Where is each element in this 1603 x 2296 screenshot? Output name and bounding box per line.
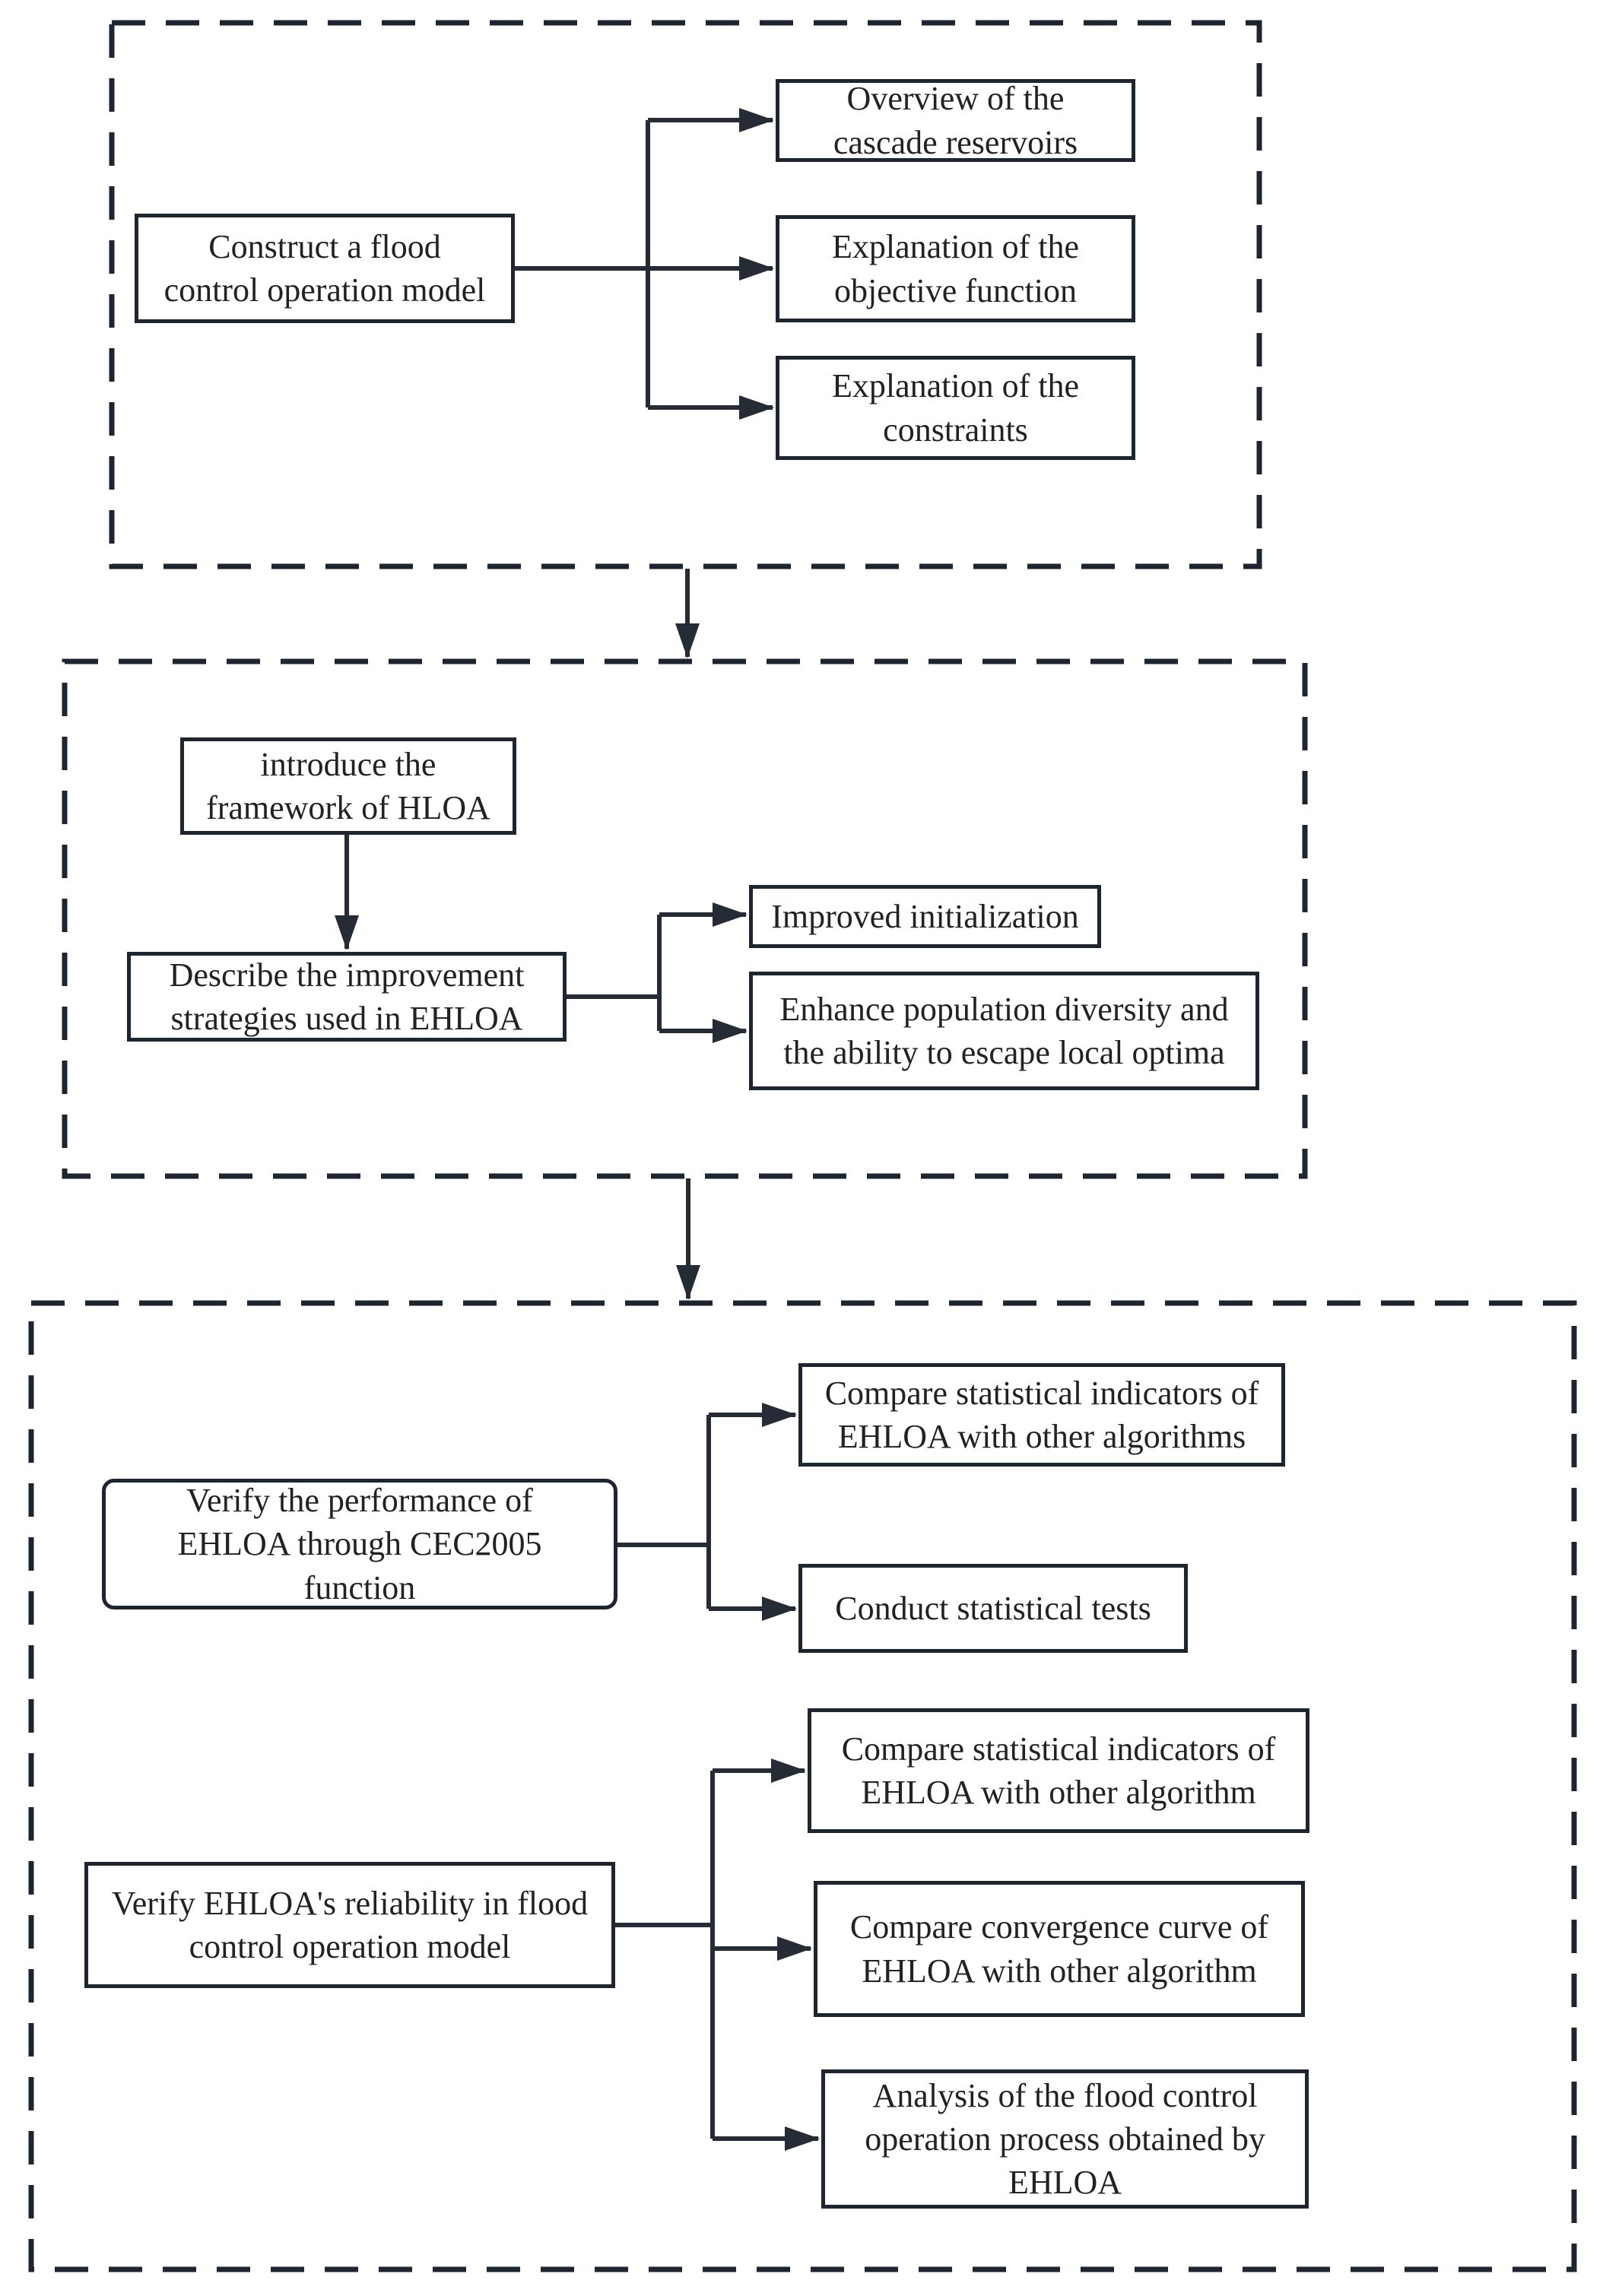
box-text-line: Enhance population diversity and bbox=[779, 990, 1229, 1028]
box-text-line: control operation model bbox=[189, 1928, 511, 1965]
box-text-line: Construct a flood bbox=[208, 227, 441, 265]
box-describe-improvement-strategies: Describe the improvement strategies used… bbox=[127, 952, 567, 1042]
box-text-line: Analysis of the flood control bbox=[872, 2076, 1258, 2114]
box-text-line: Overview of the bbox=[846, 80, 1065, 118]
box-text-line: operation process obtained by bbox=[865, 2120, 1265, 2158]
box-text-line: EHLOA with other algorithm bbox=[862, 1952, 1257, 1990]
box-text-line: Compare statistical indicators of bbox=[824, 1374, 1259, 1412]
box-text-line: Compare statistical indicators of bbox=[841, 1730, 1276, 1768]
box-verify-reliability-flood-model: Verify EHLOA's reliability in flood cont… bbox=[84, 1862, 615, 1988]
box-text-line: Verify EHLOA's reliability in flood bbox=[111, 1884, 589, 1922]
box-text-line: function bbox=[303, 1568, 416, 1606]
box-text-line: EHLOA with other algorithm bbox=[861, 1774, 1256, 1811]
box-text-line: the ability to escape local optima bbox=[783, 1034, 1225, 1071]
box-text-line: Verify the performance of bbox=[186, 1482, 533, 1520]
box-text-line: Explanation of the bbox=[831, 228, 1079, 266]
box-text-line: EHLOA through CEC2005 bbox=[177, 1525, 542, 1563]
box-enhance-population-diversity: Enhance population diversity and the abi… bbox=[749, 972, 1259, 1090]
box-constraints: Explanation of the constraints bbox=[776, 356, 1135, 460]
describe-branch-connector bbox=[567, 902, 748, 1043]
box-overview-cascade-reservoirs: Overview of the cascade reservoirs bbox=[776, 79, 1135, 162]
box-text-line: objective function bbox=[834, 271, 1077, 309]
box-text-line: Describe the improvement bbox=[169, 956, 525, 994]
box-text-line: framework of HLOA bbox=[206, 789, 490, 826]
box-construct-flood-model: Construct a flood control operation mode… bbox=[135, 214, 515, 323]
box-analysis-operation-process: Analysis of the flood control operation … bbox=[821, 2069, 1309, 2209]
box-text-line: control operation model bbox=[163, 271, 486, 309]
box-text-line: EHLOA bbox=[1008, 2164, 1122, 2202]
section-ehloa-container bbox=[62, 658, 1308, 1179]
box-text-line: strategies used in EHLOA bbox=[170, 1000, 523, 1037]
box-text-line: Improved initialization bbox=[771, 897, 1079, 935]
box-objective-function: Explanation of the objective function bbox=[776, 215, 1135, 322]
section-model-container bbox=[109, 20, 1262, 569]
box-conduct-statistical-tests: Conduct statistical tests bbox=[798, 1564, 1188, 1653]
box-compare-indicators-algorithms: Compare statistical indicators of EHLOA … bbox=[798, 1363, 1285, 1467]
box-improved-initialization: Improved initialization bbox=[749, 885, 1101, 948]
box-compare-indicators-flood: Compare statistical indicators of EHLOA … bbox=[808, 1708, 1309, 1833]
box-text-line: cascade reservoirs bbox=[833, 123, 1078, 161]
box-text-line: Explanation of the bbox=[831, 367, 1079, 405]
verify-reliability-branch-connector bbox=[615, 1758, 820, 2151]
box-text-line: Compare convergence curve of bbox=[849, 1908, 1269, 1946]
construct-branch-connector bbox=[515, 108, 774, 420]
box-text-line: constraints bbox=[883, 411, 1028, 449]
verify-cec-branch-connector bbox=[617, 1403, 797, 1621]
section-verification-container bbox=[28, 1300, 1577, 2272]
box-compare-convergence-curve: Compare convergence curve of EHLOA with … bbox=[814, 1881, 1305, 2017]
box-text-line: Conduct statistical tests bbox=[835, 1589, 1151, 1627]
box-text-line: EHLOA with other algorithms bbox=[837, 1418, 1246, 1455]
box-text-line: introduce the bbox=[260, 745, 436, 783]
box-verify-performance-cec2005: Verify the performance of EHLOA through … bbox=[102, 1479, 617, 1609]
box-introduce-hloa-framework: introduce the framework of HLOA bbox=[180, 737, 516, 835]
